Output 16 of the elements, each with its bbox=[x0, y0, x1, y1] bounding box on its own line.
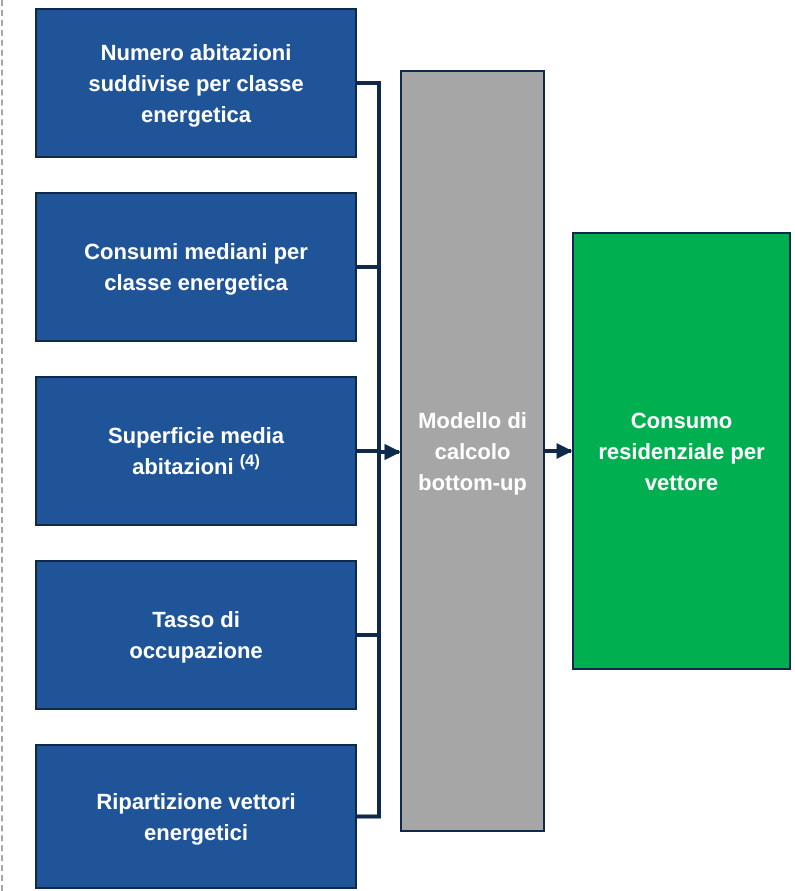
box-text: Superficie media abitazioni $^{(4)}$ bbox=[106, 422, 286, 481]
box-text: Consumi mediani per classe energetica bbox=[83, 238, 309, 297]
input-box bbox=[35, 192, 357, 342]
input-box bbox=[35, 560, 357, 710]
arrow bbox=[357, 444, 401, 818]
arrow bbox=[545, 443, 573, 459]
input-box bbox=[35, 744, 357, 889]
box-text: Ripartizione vettori energetici bbox=[95, 788, 297, 847]
box-text: Tasso di occupazione bbox=[128, 606, 264, 665]
box-text: Modello di calcolo bottom-up bbox=[417, 406, 528, 497]
output-box bbox=[572, 232, 791, 670]
process-box bbox=[400, 70, 545, 832]
box-text: Consumo residenziale per vettore bbox=[597, 406, 766, 496]
input-box bbox=[35, 376, 357, 526]
input-box bbox=[35, 8, 357, 158]
box-text: Numero abitazioni suddivise per classe energetica bbox=[87, 38, 305, 129]
